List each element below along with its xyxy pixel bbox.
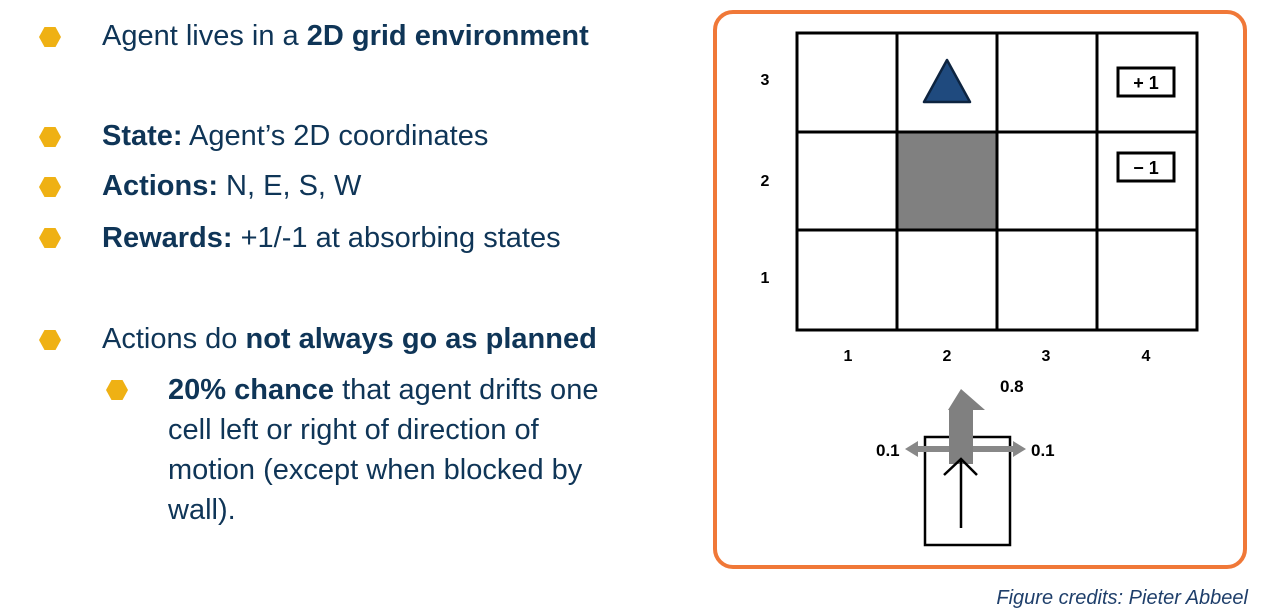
bullet-grid-environment: Agent lives in a 2D grid environment (102, 16, 589, 56)
hexagon-bullet-icon (39, 27, 61, 47)
text: Actions do (102, 323, 246, 355)
bold-text: Rewards: (102, 222, 233, 254)
figure-credit: Figure credits: Pieter Abbeel (996, 587, 1248, 609)
text: Agent lives in a (102, 20, 307, 52)
hexagon-bullet-icon (39, 330, 61, 350)
prob-left-label: 0.1 (876, 441, 900, 460)
reward-plus-box (1116, 66, 1176, 98)
hexagon-bullet-icon (39, 177, 61, 197)
col-label: 3 (1042, 348, 1051, 365)
intended-direction-arrow-icon (943, 457, 978, 528)
bullet-rewards: Rewards: +1/-1 at absorbing states (102, 218, 561, 258)
row-label: 1 (761, 270, 770, 287)
prob-forward-label: 0.8 (1000, 377, 1024, 396)
bold-text: Actions: (102, 170, 218, 202)
bullet-state: State: Agent’s 2D coordinates (102, 116, 488, 156)
bold-text: 20% chance (168, 374, 335, 406)
sub-bullet-drift: 20% chance that agent drifts one cell le… (168, 370, 598, 530)
text: cell left or right of direction of (168, 414, 539, 446)
bullet-actions: Actions: N, E, S, W (102, 166, 361, 206)
figure-frame (713, 10, 1247, 569)
agent-triangle-icon (922, 58, 972, 104)
hexagon-bullet-icon (39, 228, 61, 248)
forward-arrow-icon (948, 389, 985, 464)
bold-text: not always go as planned (245, 323, 597, 355)
grid-lines (795, 31, 1199, 332)
text: Agent’s 2D coordinates (182, 120, 489, 152)
text: motion (except when blocked by (168, 454, 583, 486)
text: that agent drifts one (334, 374, 599, 406)
reward-minus-label: − 1 (1133, 158, 1159, 178)
bullet-not-as-planned: Actions do not always go as planned (102, 319, 597, 359)
reward-plus-label: + 1 (1133, 73, 1159, 93)
bold-text: State: (102, 120, 183, 152)
col-label: 1 (844, 348, 853, 365)
hexagon-bullet-icon (39, 127, 61, 147)
hexagon-sub-bullet-icon (106, 380, 128, 400)
col-label: 4 (1142, 348, 1151, 365)
col-label: 2 (943, 348, 952, 365)
row-label: 2 (761, 173, 770, 190)
text: N, E, S, W (218, 170, 362, 202)
prob-right-label: 0.1 (1031, 441, 1055, 460)
bold-text: 2D grid environment (306, 20, 589, 52)
wall-cell (897, 132, 997, 230)
text: wall). (168, 494, 236, 526)
text: +1/-1 at absorbing states (232, 222, 561, 254)
reward-minus-box (1116, 151, 1176, 183)
row-label: 3 (761, 72, 770, 89)
